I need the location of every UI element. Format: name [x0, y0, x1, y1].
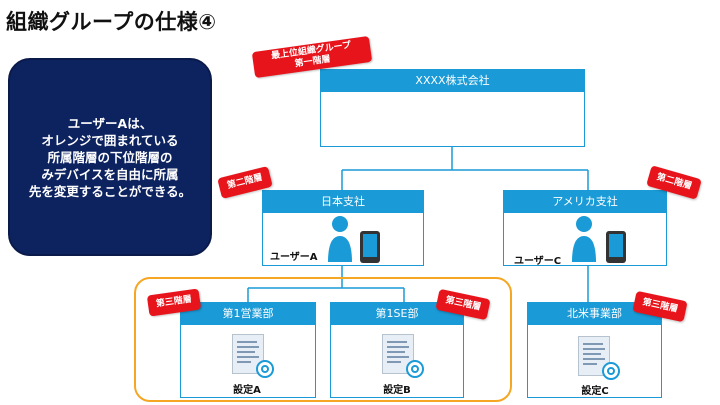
user-c-tablet-icon: [606, 231, 626, 263]
user-a-person-icon: [328, 216, 352, 262]
settings-c-gear-icon: [602, 362, 620, 380]
page-title: 組織グループの仕様④: [6, 10, 217, 34]
settings-c-label: 設定C: [581, 386, 609, 397]
node-root-company: XXXX株式会社: [320, 69, 585, 147]
user-c-label: ユーザーC: [514, 256, 562, 267]
node-america-label: アメリカ支社: [504, 191, 666, 213]
node-japan-label: 日本支社: [263, 191, 423, 213]
node-se1-label: 第1SE部: [331, 303, 463, 325]
settings-b-label: 設定B: [383, 385, 411, 396]
node-root-label: XXXX株式会社: [321, 70, 584, 92]
settings-a-gear-icon: [256, 360, 274, 378]
node-north-america-label: 北米事業部: [528, 303, 661, 325]
explanation-callout: ユーザーAは、 オレンジで囲まれている 所属階層の下位階層の みデバイスを自由に…: [8, 58, 212, 256]
node-sales1-label: 第1営業部: [181, 303, 315, 325]
user-a-label: ユーザーA: [270, 252, 318, 263]
user-a-tablet-icon: [360, 231, 380, 263]
user-c-person-icon: [572, 216, 596, 262]
highlight-group-border: [134, 277, 512, 402]
settings-b-gear-icon: [406, 360, 424, 378]
settings-a-label: 設定A: [233, 385, 261, 396]
